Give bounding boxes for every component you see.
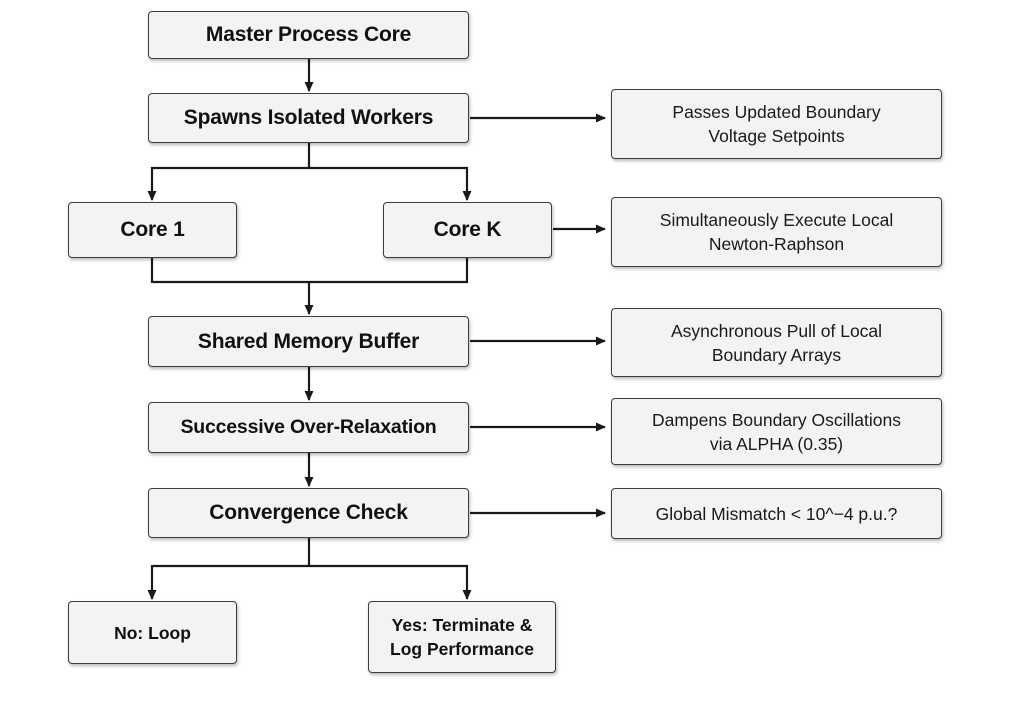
note-line-2: Boundary Arrays xyxy=(711,344,842,365)
node-successive-over-relaxation: Successive Over-Relaxation xyxy=(148,402,469,453)
note-global-mismatch: Global Mismatch < 10^−4 p.u.? xyxy=(611,488,942,539)
node-yes-terminate: Yes: Terminate & Log Performance xyxy=(368,601,556,673)
note-passes-boundary-setpoints: Passes Updated Boundary Voltage Setpoint… xyxy=(611,89,942,159)
node-core-k: Core K xyxy=(383,202,552,258)
node-master-process-core: Master Process Core xyxy=(148,11,469,59)
note-line-1: Simultaneously Execute Local xyxy=(659,210,894,230)
arrow-split-to-core1 xyxy=(147,166,309,201)
note-simultaneously-execute: Simultaneously Execute Local Newton-Raph… xyxy=(611,197,942,267)
note-line-1: Asynchronous Pull of Local xyxy=(670,320,883,341)
connector-cores-merge xyxy=(150,258,469,284)
node-label: Spawns Isolated Workers xyxy=(183,106,434,129)
node-no-loop: No: Loop xyxy=(68,601,237,664)
note-line-2: Voltage Setpoints xyxy=(708,126,845,146)
note-line-1: Passes Updated Boundary xyxy=(672,102,881,122)
note-line-1: Dampens Boundary Oscillations xyxy=(651,409,901,430)
arrow-split-to-corek xyxy=(309,166,472,201)
node-label-line-1: Yes: Terminate & xyxy=(391,615,533,635)
node-label-line-2: Log Performance xyxy=(390,639,534,659)
node-spawns-isolated-workers: Spawns Isolated Workers xyxy=(148,93,469,143)
note-asynchronous-pull: Asynchronous Pull of Local Boundary Arra… xyxy=(611,308,942,377)
node-label: No: Loop xyxy=(114,622,191,643)
node-convergence-check: Convergence Check xyxy=(148,488,469,538)
arrow-conv-to-no xyxy=(147,564,309,600)
note-line-1: Global Mismatch < 10^−4 p.u.? xyxy=(655,503,898,524)
note-line-2: Newton-Raphson xyxy=(708,234,845,254)
node-label: Shared Memory Buffer xyxy=(197,329,420,353)
node-label: Core K xyxy=(433,218,502,241)
node-shared-memory-buffer: Shared Memory Buffer xyxy=(148,316,469,367)
note-dampens-oscillations: Dampens Boundary Oscillations via ALPHA … xyxy=(611,398,942,465)
node-label: Master Process Core xyxy=(205,23,412,46)
node-label: Successive Over-Relaxation xyxy=(180,416,437,438)
note-line-2: via ALPHA (0.35) xyxy=(709,433,844,454)
node-label: Core 1 xyxy=(120,218,185,241)
arrow-conv-to-yes xyxy=(309,564,472,600)
node-label: Convergence Check xyxy=(209,501,408,524)
node-core-1: Core 1 xyxy=(68,202,237,258)
